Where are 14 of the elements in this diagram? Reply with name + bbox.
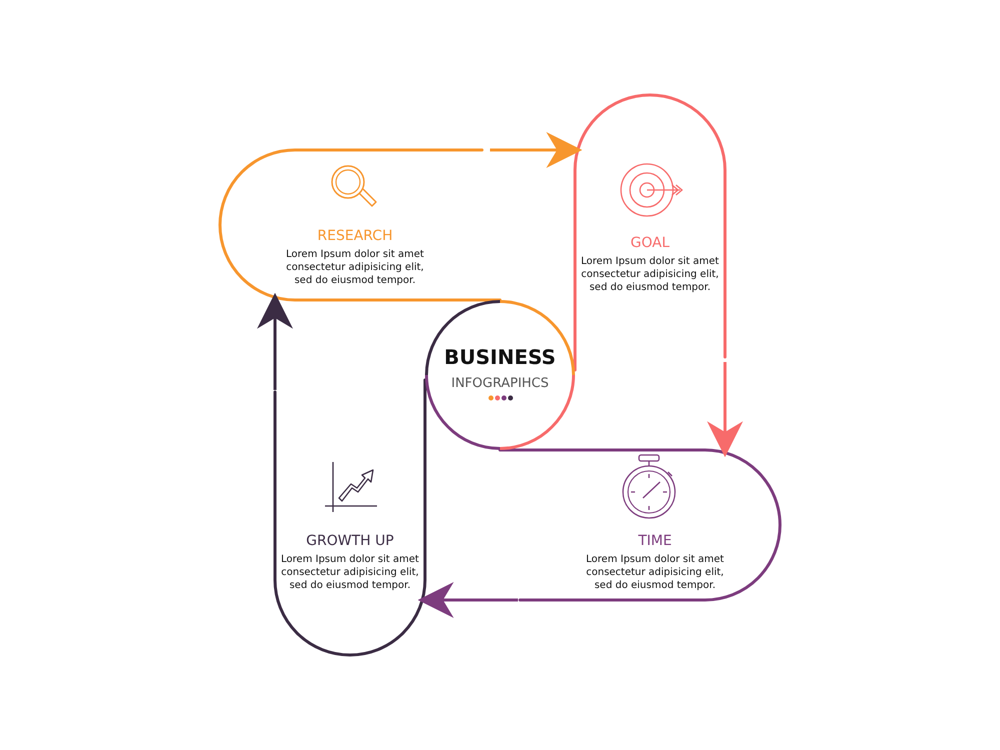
heading: BUSINESS	[444, 345, 556, 369]
step-description: Lorem Ipsum dolor sit amet consectetur adipisicing elit, sed do eiusmod tempor.	[285, 248, 425, 287]
step-description: Lorem Ipsum dolor sit amet consectetur adipisicing elit, sed do eiusmod tempor.	[280, 553, 420, 592]
arrow	[707, 362, 743, 458]
arrow	[490, 132, 582, 168]
step-title: GOAL	[630, 235, 670, 251]
subheading: INFOGRAPIHCS	[451, 376, 549, 391]
step-title: TIME	[638, 533, 672, 549]
step-title: RESEARCH	[317, 228, 393, 244]
step-description: Lorem Ipsum dolor sit amet consectetur adipisicing elit, sed do eiusmod tempor.	[580, 255, 720, 294]
arrow	[418, 582, 518, 618]
step-description: Lorem Ipsum dolor sit amet consectetur adipisicing elit, sed do eiusmod tempor.	[585, 553, 725, 592]
arrow	[257, 292, 293, 390]
step-title: GROWTH UP	[306, 533, 394, 549]
